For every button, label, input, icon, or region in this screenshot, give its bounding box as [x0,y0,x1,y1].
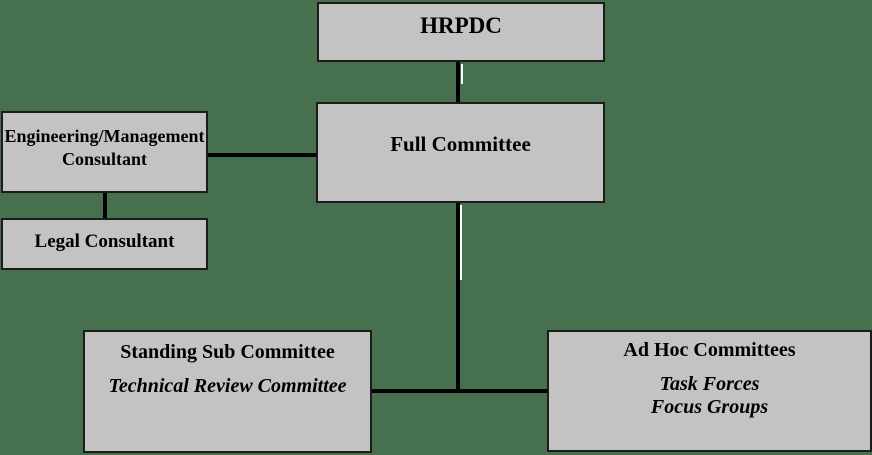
node-legal-consultant-label: Legal Consultant [34,231,175,252]
node-standing-sub-committee-label: Standing Sub Committee [120,341,335,363]
node-engineering-management-consultant: Engineering/Management Consultant [1,111,208,193]
connector-hrpdc-to-full-committee [456,62,460,102]
node-full-committee-label: Full Committee [390,132,531,156]
node-ad-hoc-committees-label: Ad Hoc Committees [623,339,796,361]
node-ad-hoc-committees: Ad Hoc Committees Task Forces Focus Grou… [547,330,872,452]
connector-engineering-to-full-committee [208,153,317,157]
connector-standing-to-adhoc [371,389,548,393]
node-ad-hoc-committees-sublabel-1: Task Forces [659,373,760,395]
node-standing-sub-committee-sublabel: Technical Review Committee [108,375,347,397]
node-full-committee: Full Committee [316,102,605,203]
node-ad-hoc-committees-sublabel-2: Focus Groups [650,396,769,418]
line-highlight-artifact [460,205,462,280]
node-engineering-label-line2: Consultant [61,149,148,169]
node-legal-consultant: Legal Consultant [1,218,208,270]
node-engineering-label-line1: Engineering/Management [4,125,205,146]
line-highlight-artifact [461,64,463,84]
node-standing-sub-committee: Standing Sub Committee Technical Review … [83,330,372,453]
connector-engineering-to-legal [103,193,107,218]
connector-full-committee-to-subcommittees [456,203,460,392]
node-hrpdc-label: HRPDC [420,13,502,38]
node-hrpdc: HRPDC [317,2,605,62]
